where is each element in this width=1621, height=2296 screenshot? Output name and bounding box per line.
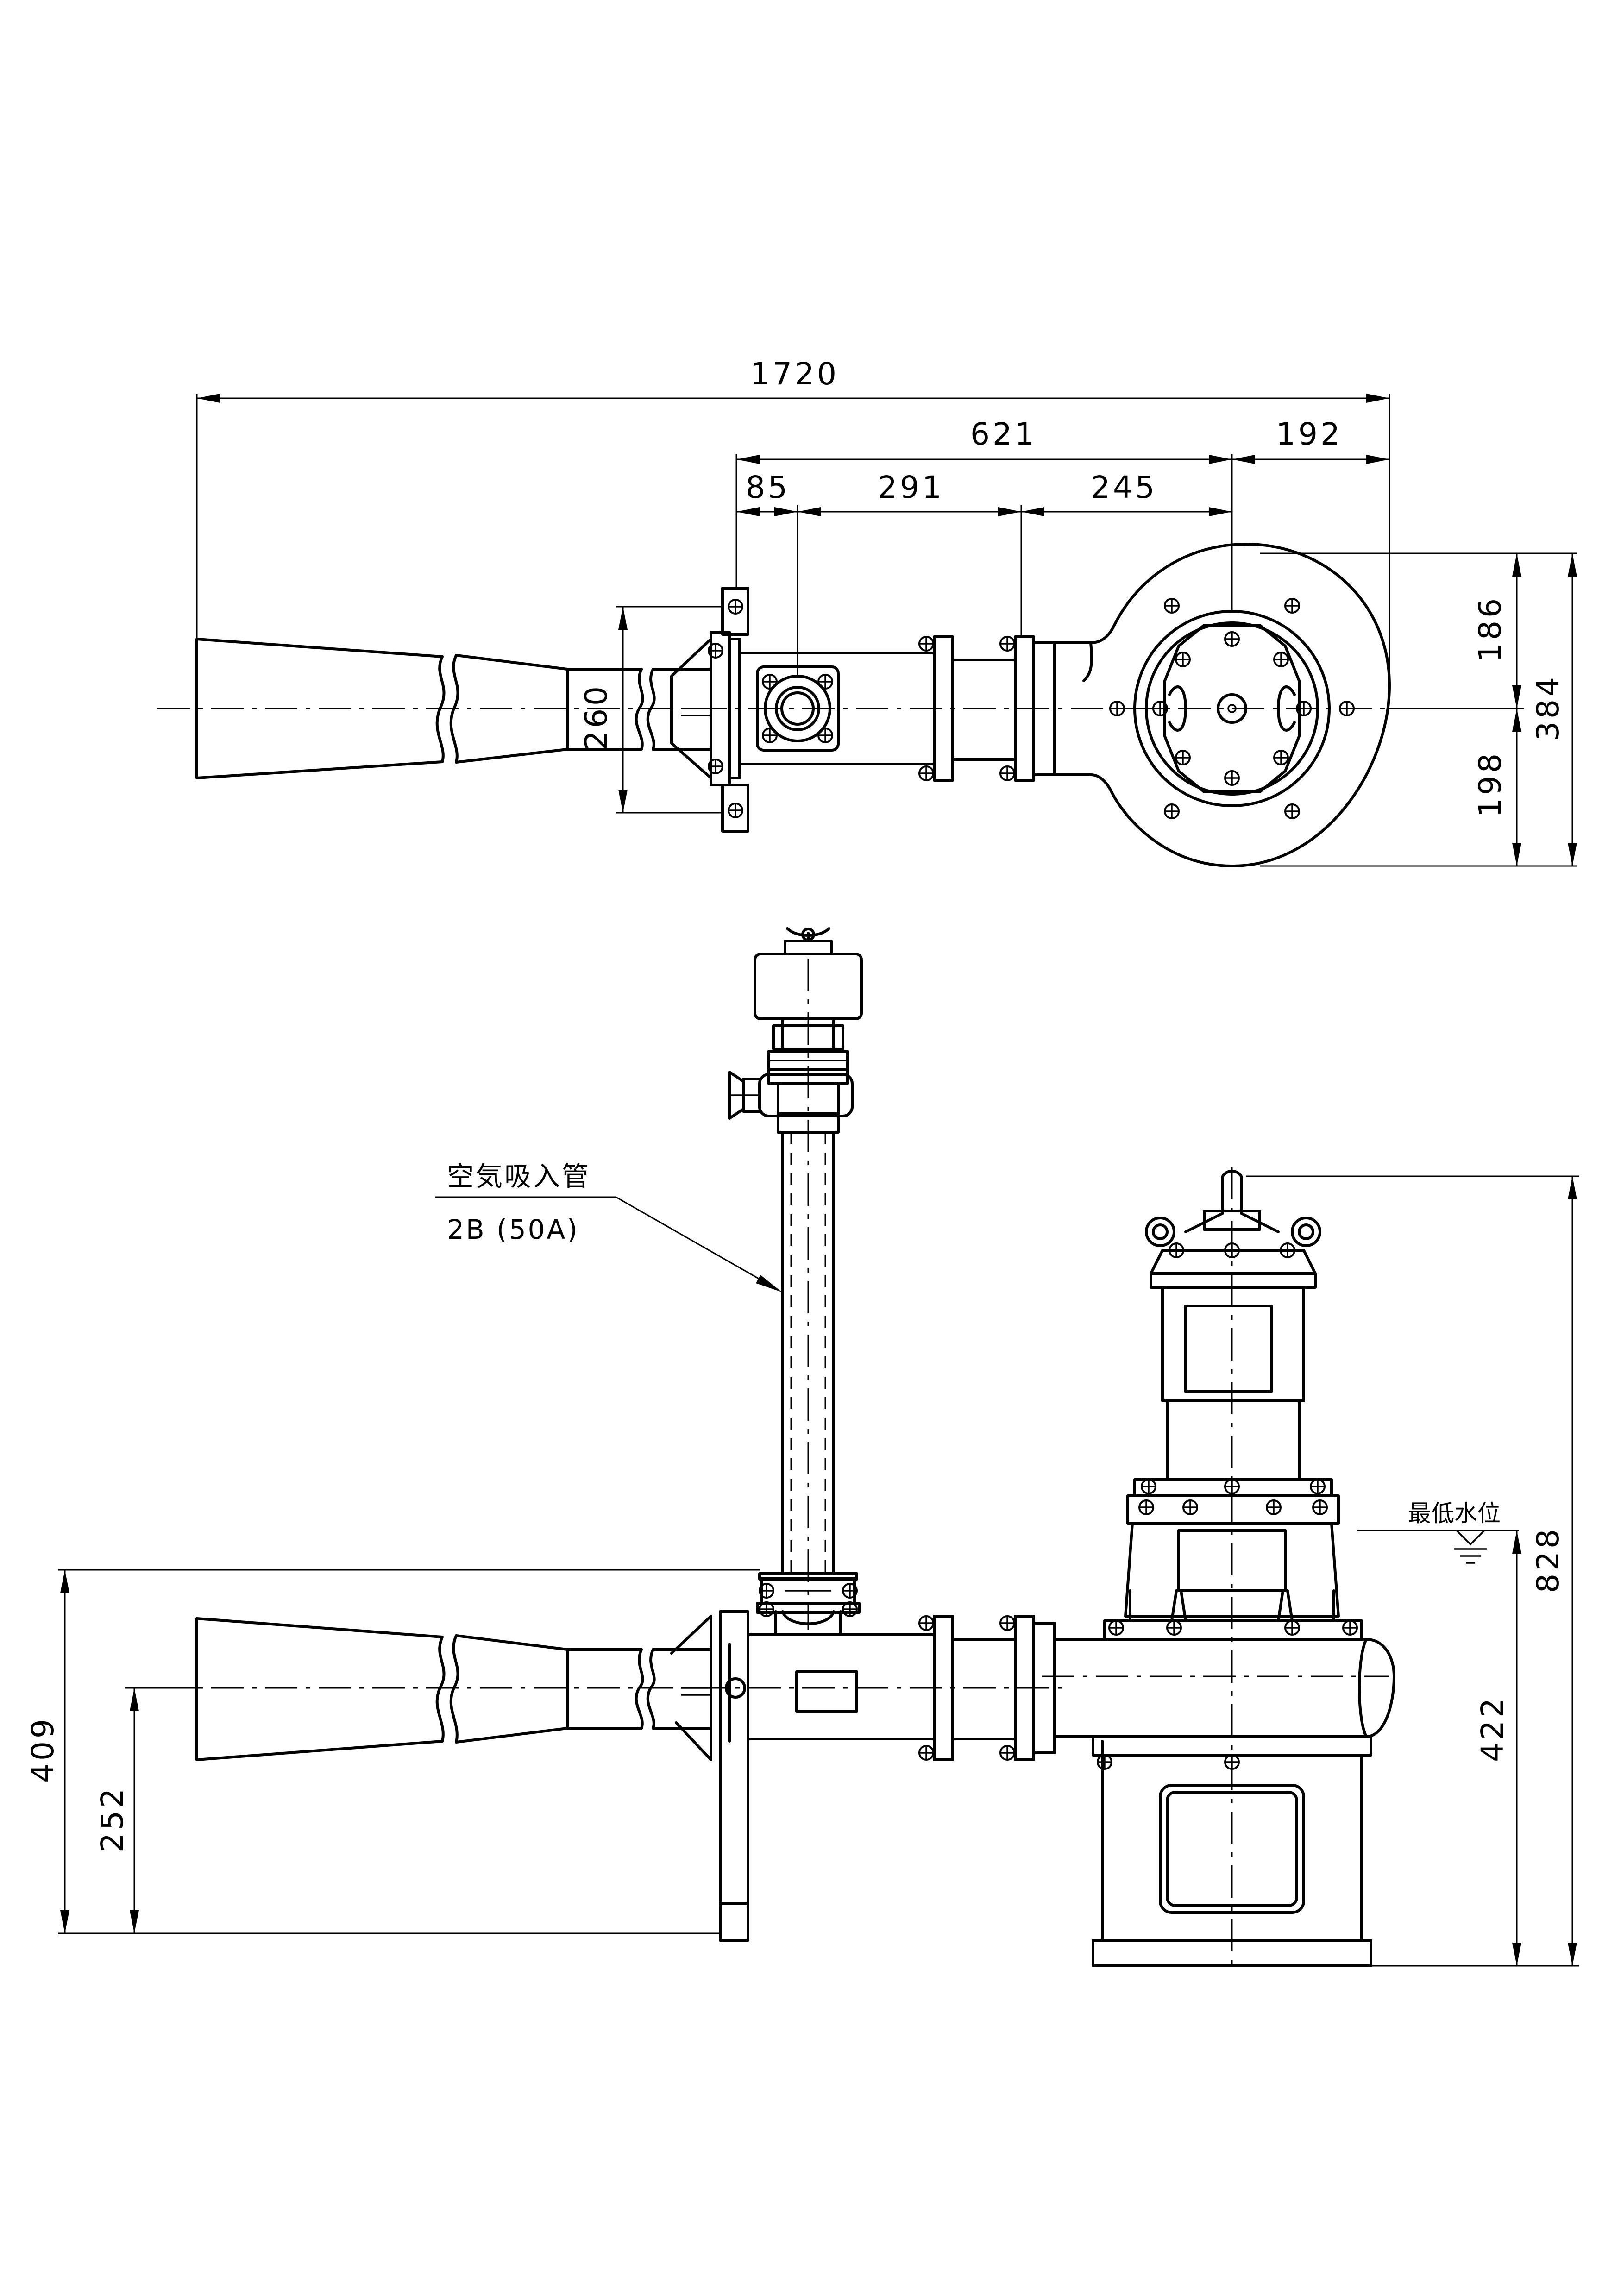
plan-mixing-chamber bbox=[738, 652, 936, 765]
dim-198: 198 bbox=[1472, 751, 1508, 817]
plan-flange-1 bbox=[918, 635, 1056, 782]
elevation-mount-plate bbox=[670, 1610, 749, 1942]
dim-186: 186 bbox=[1472, 596, 1508, 662]
plan-dimensions bbox=[196, 394, 1577, 867]
air-pipe-callout bbox=[435, 1196, 782, 1292]
dim-252: 252 bbox=[94, 1786, 130, 1852]
dim-384: 384 bbox=[1530, 674, 1566, 741]
air-pipe-label: 空気吸入管 bbox=[447, 1161, 591, 1192]
dim-621: 621 bbox=[970, 416, 1037, 452]
pump-motor bbox=[1103, 1169, 1363, 1641]
min-water-level-mark bbox=[1357, 1530, 1519, 1564]
air-pipe-size: 2B (50A) bbox=[447, 1214, 579, 1245]
dim-245: 245 bbox=[1091, 470, 1157, 505]
elevation-discharge-casing bbox=[1053, 1638, 1395, 1738]
dim-overall-length: 1720 bbox=[750, 356, 839, 392]
dim-85: 85 bbox=[746, 470, 790, 505]
plan-view: 1720 621 192 85 291 245 260 186 198 384 bbox=[157, 356, 1577, 867]
dim-192: 192 bbox=[1276, 416, 1343, 452]
dim-422: 422 bbox=[1475, 1695, 1510, 1762]
plan-pump-casing bbox=[1053, 543, 1391, 867]
elevation-view: 空気吸入管 2B (50A) 最低水位 bbox=[25, 927, 1579, 1967]
pump-stand bbox=[1092, 1735, 1372, 1967]
dim-291: 291 bbox=[878, 470, 944, 505]
dim-409: 409 bbox=[25, 1716, 61, 1783]
plan-nozzle-cone bbox=[195, 638, 712, 779]
elevation-flange-pair bbox=[918, 1615, 1056, 1761]
dim-260: 260 bbox=[578, 684, 614, 750]
elevation-nozzle-cone bbox=[195, 1617, 712, 1761]
elevation-dimensions bbox=[58, 1175, 1579, 1967]
min-water-level-label: 最低水位 bbox=[1408, 1500, 1501, 1527]
air-suction-pipe bbox=[728, 927, 863, 1575]
plan-mount-bracket bbox=[670, 587, 749, 833]
elevation-mixing-chamber bbox=[747, 1572, 936, 1740]
dim-828: 828 bbox=[1530, 1526, 1566, 1593]
